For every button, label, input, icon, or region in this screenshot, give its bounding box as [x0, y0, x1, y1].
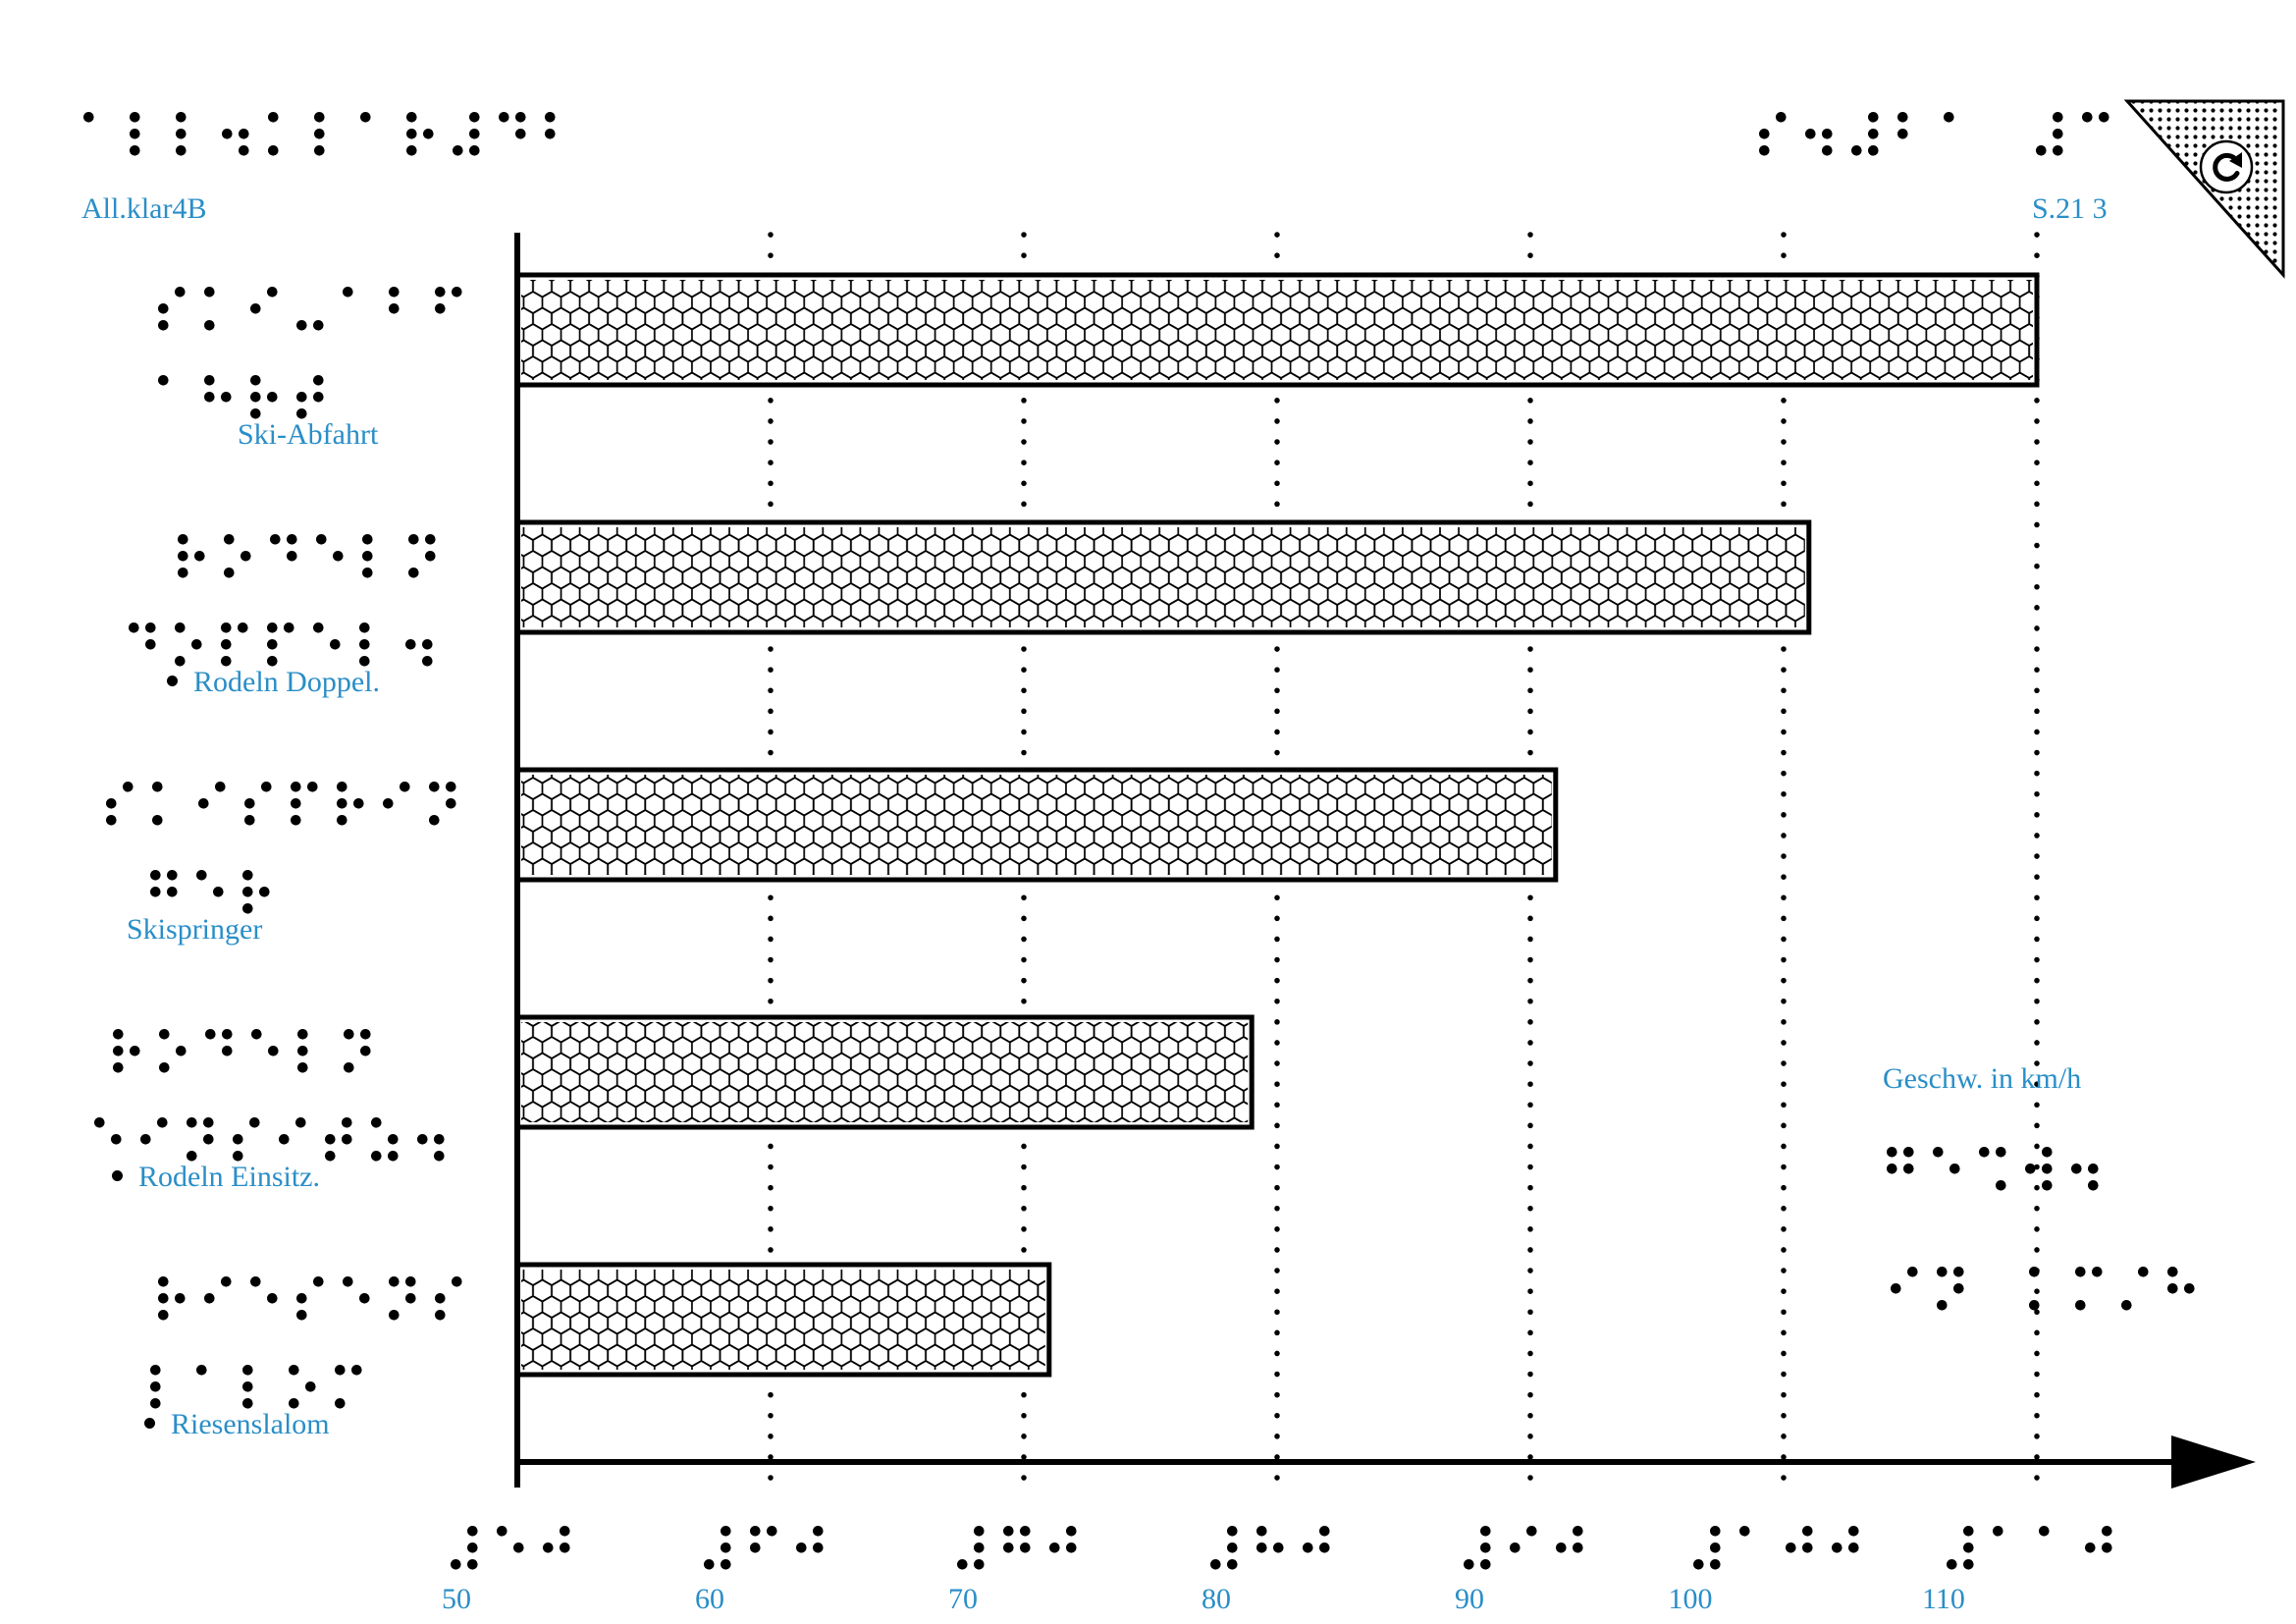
braille-dots — [106, 782, 456, 826]
category-block-2: Skispringer — [0, 770, 530, 1017]
gridlines — [768, 232, 2040, 1496]
category-braille-line2 — [92, 1115, 461, 1163]
tick-number-50: 50 — [442, 1583, 471, 1615]
category-braille-line2 — [127, 621, 450, 668]
bullet-dot — [167, 676, 178, 686]
category-print-label: Ski-Abfahrt — [238, 418, 379, 451]
braille-dots — [1947, 1526, 2112, 1570]
category-print-label: Rodeln Doppel. — [193, 666, 380, 698]
braille-dots — [158, 1276, 462, 1321]
bar-texture-2 — [521, 775, 1552, 875]
category-print-label: Riesenslalom — [171, 1408, 330, 1440]
tick-number-90: 90 — [1455, 1583, 1484, 1615]
page-ref: S.21 3 — [2032, 192, 2108, 225]
page-turn-marker — [2123, 99, 2285, 279]
category-block-0: Ski-Abfahrt — [0, 275, 530, 522]
category-block-4: Riesenslalom — [0, 1265, 530, 1512]
category-print-label: Skispringer — [127, 913, 263, 946]
braille-dots — [1209, 1526, 1330, 1570]
braille-dots — [158, 375, 324, 419]
tick-braille-80 — [1208, 1524, 1347, 1571]
bar-texture-0 — [521, 280, 2033, 380]
braille-dots — [113, 1029, 371, 1073]
category-braille-line1 — [104, 780, 473, 827]
braille-dots — [94, 1117, 445, 1162]
x-axis-arrowhead — [2171, 1435, 2256, 1489]
bar-texture-4 — [521, 1270, 1045, 1370]
braille-dots — [703, 1526, 824, 1570]
braille-dots — [450, 1526, 570, 1570]
header-right-braille — [1757, 110, 2126, 157]
category-braille-line2 — [148, 1363, 379, 1410]
category-block-1: Rodeln Doppel. — [0, 522, 530, 770]
bar-texture-1 — [521, 527, 1805, 627]
tick-number-80: 80 — [1201, 1583, 1231, 1615]
corner-triangle — [2123, 99, 2285, 279]
tick-number-110: 110 — [1922, 1583, 1965, 1615]
category-braille-line1 — [176, 532, 453, 579]
category-block-3: Rodeln Einsitz. — [0, 1017, 530, 1265]
tick-braille-90 — [1462, 1524, 1600, 1571]
braille-dots — [129, 623, 433, 667]
category-braille-line1 — [156, 285, 479, 332]
braille-dots — [1759, 112, 2109, 156]
category-braille-line2 — [148, 868, 287, 915]
tick-number-100: 100 — [1668, 1583, 1713, 1615]
tick-braille-50 — [449, 1524, 587, 1571]
page-turn-icon-circle — [2199, 139, 2254, 194]
tick-braille-70 — [955, 1524, 1094, 1571]
tick-braille-100 — [1691, 1524, 1876, 1571]
page-title: All.klar4B — [81, 192, 207, 225]
x-axis-label: Geschw. in km/h — [1883, 1062, 2082, 1095]
header-left-braille — [81, 110, 589, 157]
bullet-dot — [112, 1170, 123, 1181]
braille-dots — [1463, 1526, 1583, 1570]
tick-braille-60 — [702, 1524, 840, 1571]
bar-texture-3 — [521, 1022, 1249, 1122]
braille-dots — [83, 112, 556, 156]
braille-dots — [150, 1365, 362, 1409]
x-axis-label-braille-line2 — [1889, 1265, 2212, 1312]
x-axis — [514, 1435, 2256, 1489]
category-print-label: Rodeln Einsitz. — [138, 1161, 320, 1193]
braille-dots — [1891, 1267, 2195, 1311]
braille-dots — [178, 534, 436, 578]
braille-dots — [1693, 1526, 1859, 1570]
braille-dots — [956, 1526, 1077, 1570]
category-braille-line1 — [156, 1274, 479, 1322]
page-turn-icon — [2213, 152, 2240, 182]
braille-dots — [150, 870, 270, 914]
x-axis-label-braille-line1 — [1885, 1145, 2115, 1192]
braille-dots — [1887, 1147, 2099, 1191]
tick-braille-110 — [1945, 1524, 2129, 1571]
tick-number-70: 70 — [948, 1583, 978, 1615]
bullet-dot — [144, 1418, 155, 1429]
tick-number-60: 60 — [695, 1583, 724, 1615]
category-braille-line2 — [156, 373, 341, 420]
category-braille-line1 — [111, 1027, 388, 1074]
page-turn-icon-arrowhead — [2229, 152, 2242, 168]
braille-dots — [158, 287, 462, 331]
